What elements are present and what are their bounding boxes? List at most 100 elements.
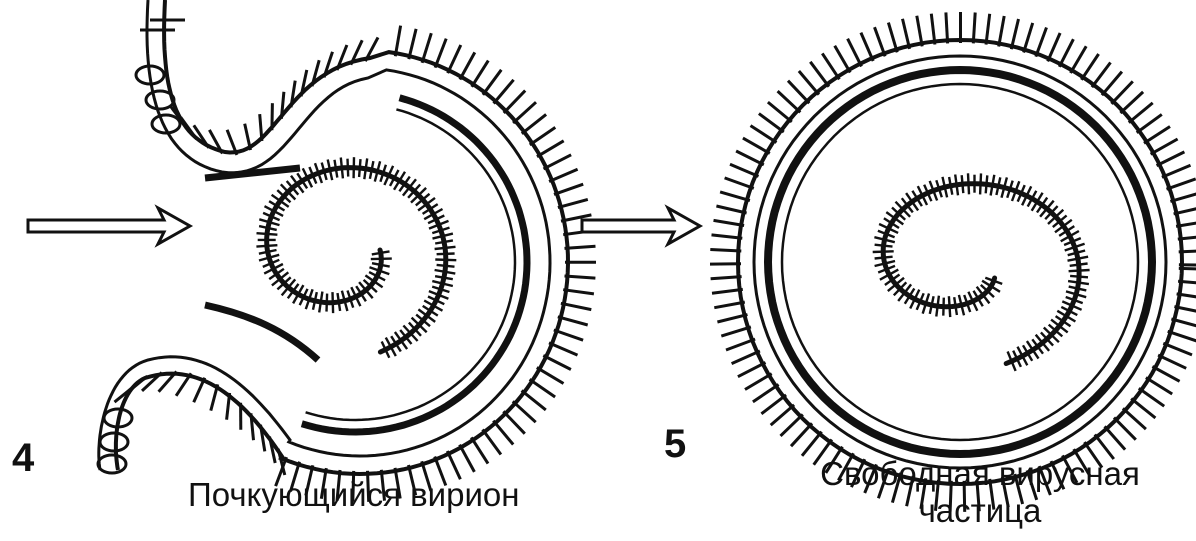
glycoprotein-spike [888,23,897,53]
glycoprotein-spike [537,368,564,384]
glycoprotein-spike [771,405,794,425]
glycoprotein-spike [778,91,801,112]
glycoprotein-spike [946,12,948,43]
host-cell-proteins [98,20,185,473]
glycoprotein-spike [1071,46,1087,73]
capsid-protein [980,173,981,194]
arrows [28,208,700,244]
glycoprotein-spike [711,277,742,279]
glycoprotein-spike [738,363,766,377]
capsid-protein [943,298,944,316]
glycoprotein-spike [1158,355,1186,368]
capsid-protein [371,259,392,260]
lipid-bilayer-inner [754,56,1166,468]
glycoprotein-spike [504,91,526,113]
glycoprotein-spike [494,80,514,104]
glycoprotein-spike [1163,343,1192,355]
glycoprotein-spike [194,378,205,403]
glycoprotein-spike [558,199,588,207]
glycoprotein-spike [759,114,784,132]
glycoprotein-spike [554,184,583,194]
matrix-protein-layer [205,98,527,432]
glycoprotein-spike [761,395,786,414]
matrix-band [768,70,1152,454]
glycoprotein-spike [835,46,851,73]
caption-free-virus-particle: Свободная вирусная частица [770,456,1190,530]
caption-budding-virion: Почкующийся вирион [188,477,519,514]
glycoprotein-spike [483,70,501,95]
budding-virion-figure [98,0,596,502]
capsid-protein [338,293,341,311]
glycoprotein-spike [743,138,770,153]
capsid-protein [333,292,334,313]
glycoprotein-spike [493,421,513,445]
glycoprotein-spike [861,33,873,61]
glycoprotein-spike [272,103,273,130]
arrow-to-release [582,208,700,244]
glycoprotein-spike [554,330,583,340]
caption-line-1: Свободная вирусная [770,456,1190,493]
capsid-protein [986,175,988,193]
glycoprotein-spike [460,445,475,472]
glycoprotein-spike [471,437,488,463]
glycoprotein-spike [1131,399,1155,418]
capsid-protein [341,158,343,179]
capsid-protein [875,245,893,247]
glycoprotein-spike [513,102,536,123]
glycoprotein-spike [1139,388,1164,406]
glycoprotein-spike [549,343,578,355]
capsid-protein [1069,270,1090,271]
glycoprotein-spike [1157,152,1185,166]
glycoprotein-spike [726,339,755,350]
capsid-protein [949,177,952,195]
free-virus-particle-figure [710,12,1196,512]
capsid-protein [364,158,367,179]
capsid-protein [319,292,322,313]
glycoprotein-spike [1137,114,1162,132]
capsid-protein [936,296,939,317]
glycoprotein-spike [1048,33,1060,61]
glycoprotein-spike [802,432,822,456]
matrix-edge-top [205,168,300,178]
glycoprotein-spike [483,430,501,455]
capsid-protein [372,263,390,266]
glycoprotein-spike [549,169,578,181]
glycoprotein-spike [753,385,779,402]
glycoprotein-spike [1102,72,1122,96]
capsid-protein [437,254,455,255]
glycoprotein-spike [710,250,741,252]
glycoprotein-spike [1105,426,1126,449]
glycoprotein-spike [1151,139,1178,154]
glycoprotein-spike [791,423,812,446]
stage-number-5: 5 [664,424,686,464]
capsid-protein [875,257,893,259]
matrix-inner-line [782,84,1138,440]
glycoprotein-spike [522,114,546,133]
glycoprotein-spike [422,33,431,63]
glycoprotein-spike [768,102,792,122]
glycoprotein-spike [999,16,1005,47]
glycoprotein-spike [1024,23,1033,53]
glycoprotein-spike [1059,39,1073,67]
host-protein-coil [146,91,174,109]
glycoprotein-spike [1162,165,1191,177]
glycoprotein-spike [227,393,230,420]
glycoprotein-spike [530,379,556,397]
glycoprotein-spike [530,127,556,144]
capsid-protein [955,175,958,196]
glycoprotein-spike [725,178,754,189]
matrix-edge-bottom [205,305,318,360]
capsid-protein [257,233,278,235]
capsid-protein [348,159,349,177]
glycoprotein-spike [1120,92,1143,113]
glycoprotein-spike [1167,179,1196,189]
glycoprotein-spike [781,414,803,436]
glycoprotein-spike [721,327,751,336]
glycoprotein-spike [716,206,746,213]
glycoprotein-spike [1114,418,1136,440]
nucleocapsid-left [256,157,456,358]
glycoprotein-spike [522,391,546,410]
glycoprotein-spike [409,29,416,59]
host-protein-coil [98,455,126,473]
glycoprotein-spike [714,302,745,308]
